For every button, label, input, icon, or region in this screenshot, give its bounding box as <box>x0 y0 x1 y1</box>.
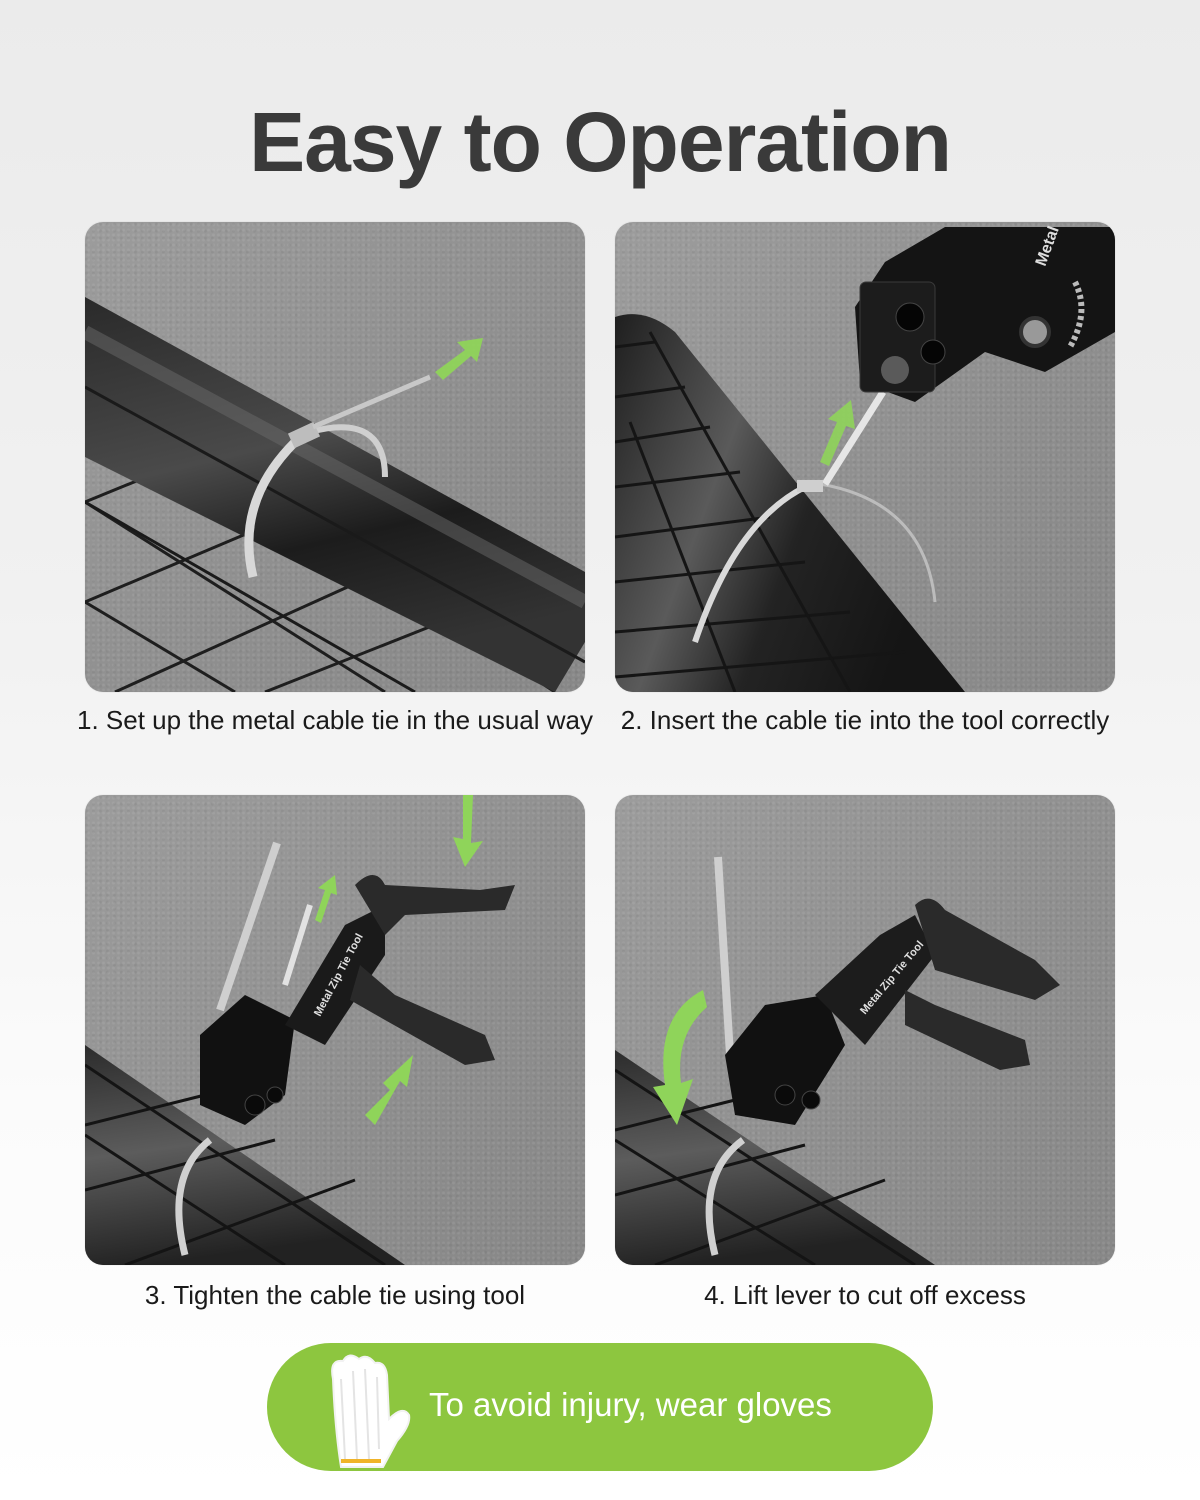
step-2-image: Metal <box>615 222 1115 692</box>
arrow-up-icon <box>820 400 855 466</box>
step-3-image: Metal Zip Tie Tool <box>85 795 585 1265</box>
zip-tie-tool-icon: Metal Zip Tie Tool <box>725 898 1060 1125</box>
step-2-caption: 2. Insert the cable tie into the tool co… <box>620 705 1110 735</box>
step-1-image <box>85 222 585 692</box>
safety-notice-banner: To avoid injury, wear gloves <box>267 1343 933 1471</box>
step-1-caption: 1. Set up the metal cable tie in the usu… <box>77 705 593 735</box>
zip-tie-tool-icon: Metal <box>855 224 1115 402</box>
tool-tightening-tie-illustration: Metal Zip Tie Tool <box>85 795 515 1265</box>
arrow-up-right-icon <box>435 338 483 380</box>
pipe-with-cable-tie-illustration <box>85 297 585 692</box>
step-4-image: Metal Zip Tie Tool <box>615 795 1115 1265</box>
curved-arrow-down-icon <box>653 990 707 1125</box>
arrow-up-icon <box>315 875 337 923</box>
gloves-icon <box>331 1354 411 1468</box>
tool-inserting-cable-tie-illustration: Metal <box>615 224 1115 692</box>
step-3-caption: 3. Tighten the cable tie using tool <box>144 1280 526 1310</box>
tool-cutting-excess-illustration: Metal Zip Tie Tool <box>615 856 1060 1265</box>
step-4-caption: 4. Lift lever to cut off excess <box>704 1280 1026 1310</box>
arrow-down-icon <box>453 795 483 867</box>
safety-notice-text: To avoid injury, wear gloves <box>429 1386 832 1423</box>
zip-tie-tool-icon: Metal Zip Tie Tool <box>200 875 515 1125</box>
page-title: Easy to Operation <box>249 95 952 189</box>
arrow-up-right-icon <box>365 1055 413 1125</box>
